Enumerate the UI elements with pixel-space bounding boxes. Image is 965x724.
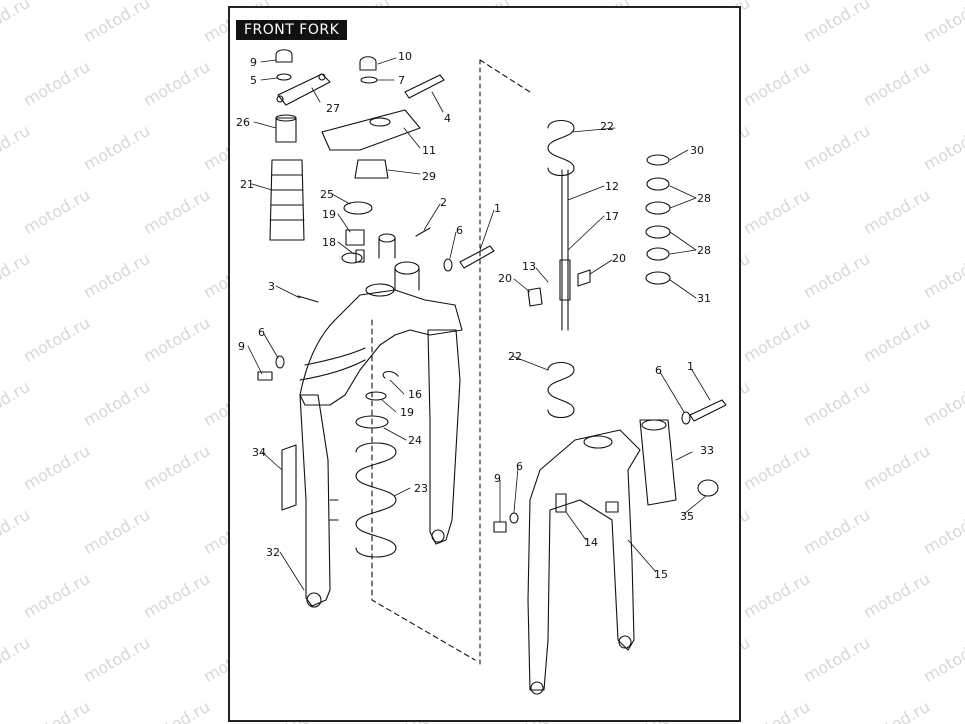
cover-35 — [697, 479, 719, 497]
screw-2 — [415, 227, 431, 237]
nut-29 — [354, 159, 389, 179]
callout-label: 9 — [250, 56, 257, 69]
washer-30 — [646, 154, 670, 166]
shock-33 — [639, 419, 677, 506]
callout-label: 1 — [687, 360, 694, 373]
callout-label: 23 — [414, 482, 428, 495]
callout-label: 11 — [422, 144, 436, 157]
fork-leg-15 — [527, 429, 641, 691]
washer-5 — [276, 73, 292, 81]
diagram-frame — [228, 6, 741, 722]
fork-slider-right — [427, 329, 461, 545]
callout-label: 12 — [605, 180, 619, 193]
callout-label: 13 — [522, 260, 536, 273]
bushing-26 — [275, 117, 297, 143]
callout-label: 9 — [238, 340, 245, 353]
spring-22b — [547, 361, 575, 419]
callout-label: 19 — [322, 208, 336, 221]
callout-label: 1 — [494, 202, 501, 215]
callout-label: 28 — [697, 192, 711, 205]
screw-3 — [297, 295, 319, 303]
axle-eye-left — [306, 592, 322, 608]
callout-label: 9 — [494, 472, 501, 485]
callout-label: 28 — [697, 244, 711, 257]
bracket-11 — [321, 109, 421, 151]
callout-label: 25 — [320, 188, 334, 201]
race-31 — [645, 271, 671, 285]
washer-25 — [343, 201, 373, 215]
callout-label: 19 — [400, 406, 414, 419]
callout-label: 35 — [680, 510, 694, 523]
callout-label: 14 — [584, 536, 598, 549]
bearing-28a — [646, 177, 670, 191]
callout-label: 2 — [440, 196, 447, 209]
callout-label: 32 — [266, 546, 280, 559]
callout-label: 33 — [700, 444, 714, 457]
callout-label: 26 — [236, 116, 250, 129]
callout-label: 6 — [456, 224, 463, 237]
plate-34 — [281, 444, 297, 511]
callout-layer: 9527107426112921252191861369161924342332… — [236, 50, 714, 581]
diagram-title: FRONT FORK — [236, 20, 348, 40]
callout-label: 20 — [612, 252, 626, 265]
callout-label: 24 — [408, 434, 422, 447]
callout-label: 3 — [268, 280, 275, 293]
bolt-1a — [459, 245, 495, 269]
axle-eye-right — [431, 529, 445, 543]
callout-label: 5 — [250, 74, 257, 87]
callout-label: 6 — [655, 364, 662, 377]
callout-label: 31 — [697, 292, 711, 305]
callout-label: 4 — [444, 112, 451, 125]
callout-label: 29 — [422, 170, 436, 183]
boot-21 — [269, 159, 305, 241]
spring-23 — [355, 442, 397, 558]
washer-6a — [443, 258, 453, 272]
bearing-28b — [646, 247, 670, 261]
callout-label: 17 — [605, 210, 619, 223]
acorn-nut-9 — [275, 49, 293, 63]
callout-label: 22 — [600, 120, 614, 133]
fork-slider-left — [299, 394, 331, 607]
callout-label: 30 — [690, 144, 704, 157]
callout-label: 16 — [408, 388, 422, 401]
callout-label: 6 — [258, 326, 265, 339]
callout-label: 20 — [498, 272, 512, 285]
callout-label: 18 — [322, 236, 336, 249]
callout-label: 21 — [240, 178, 254, 191]
callout-label: 27 — [326, 102, 340, 115]
damper-rod-12 — [561, 169, 569, 331]
callout-label: 10 — [398, 50, 412, 63]
callout-label: 15 — [654, 568, 668, 581]
acorn-nut-10 — [359, 56, 377, 71]
upper-plate — [277, 73, 331, 106]
callout-label: 7 — [398, 74, 405, 87]
callout-label: 22 — [508, 350, 522, 363]
callout-label: 34 — [252, 446, 266, 459]
bolt-4 — [404, 74, 445, 99]
callout-label: 6 — [516, 460, 523, 473]
fork-lower-yoke — [299, 289, 463, 406]
washer-7 — [360, 76, 378, 84]
spring-22a — [547, 119, 575, 177]
